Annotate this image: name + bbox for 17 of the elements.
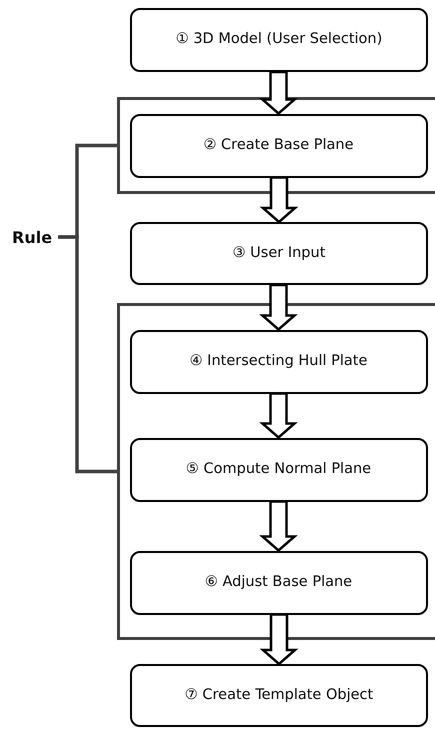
block-arrow bbox=[260, 176, 298, 224]
process-box: ② Create Base Plane bbox=[130, 114, 428, 178]
process-box: ⑦ Create Template Object bbox=[130, 664, 428, 727]
process-box: ⑥ Adjust Base Plane bbox=[130, 550, 428, 614]
process-box: ⑤ Compute Normal Plane bbox=[130, 438, 428, 502]
bracket-line bbox=[58, 235, 117, 474]
bracket-label: Rule bbox=[12, 226, 58, 248]
group-frame bbox=[117, 303, 435, 640]
block-arrow bbox=[259, 284, 298, 332]
block-arrow bbox=[259, 392, 298, 440]
block-arrow bbox=[260, 613, 298, 666]
process-box: ③ User Input bbox=[130, 222, 428, 285]
process-box: ① 3D Model (User Selection) bbox=[130, 8, 428, 72]
block-arrow bbox=[259, 70, 298, 116]
group-frame bbox=[117, 97, 435, 194]
process-box: ④ Intersecting Hull Plate bbox=[130, 330, 428, 394]
block-arrow bbox=[259, 500, 298, 552]
